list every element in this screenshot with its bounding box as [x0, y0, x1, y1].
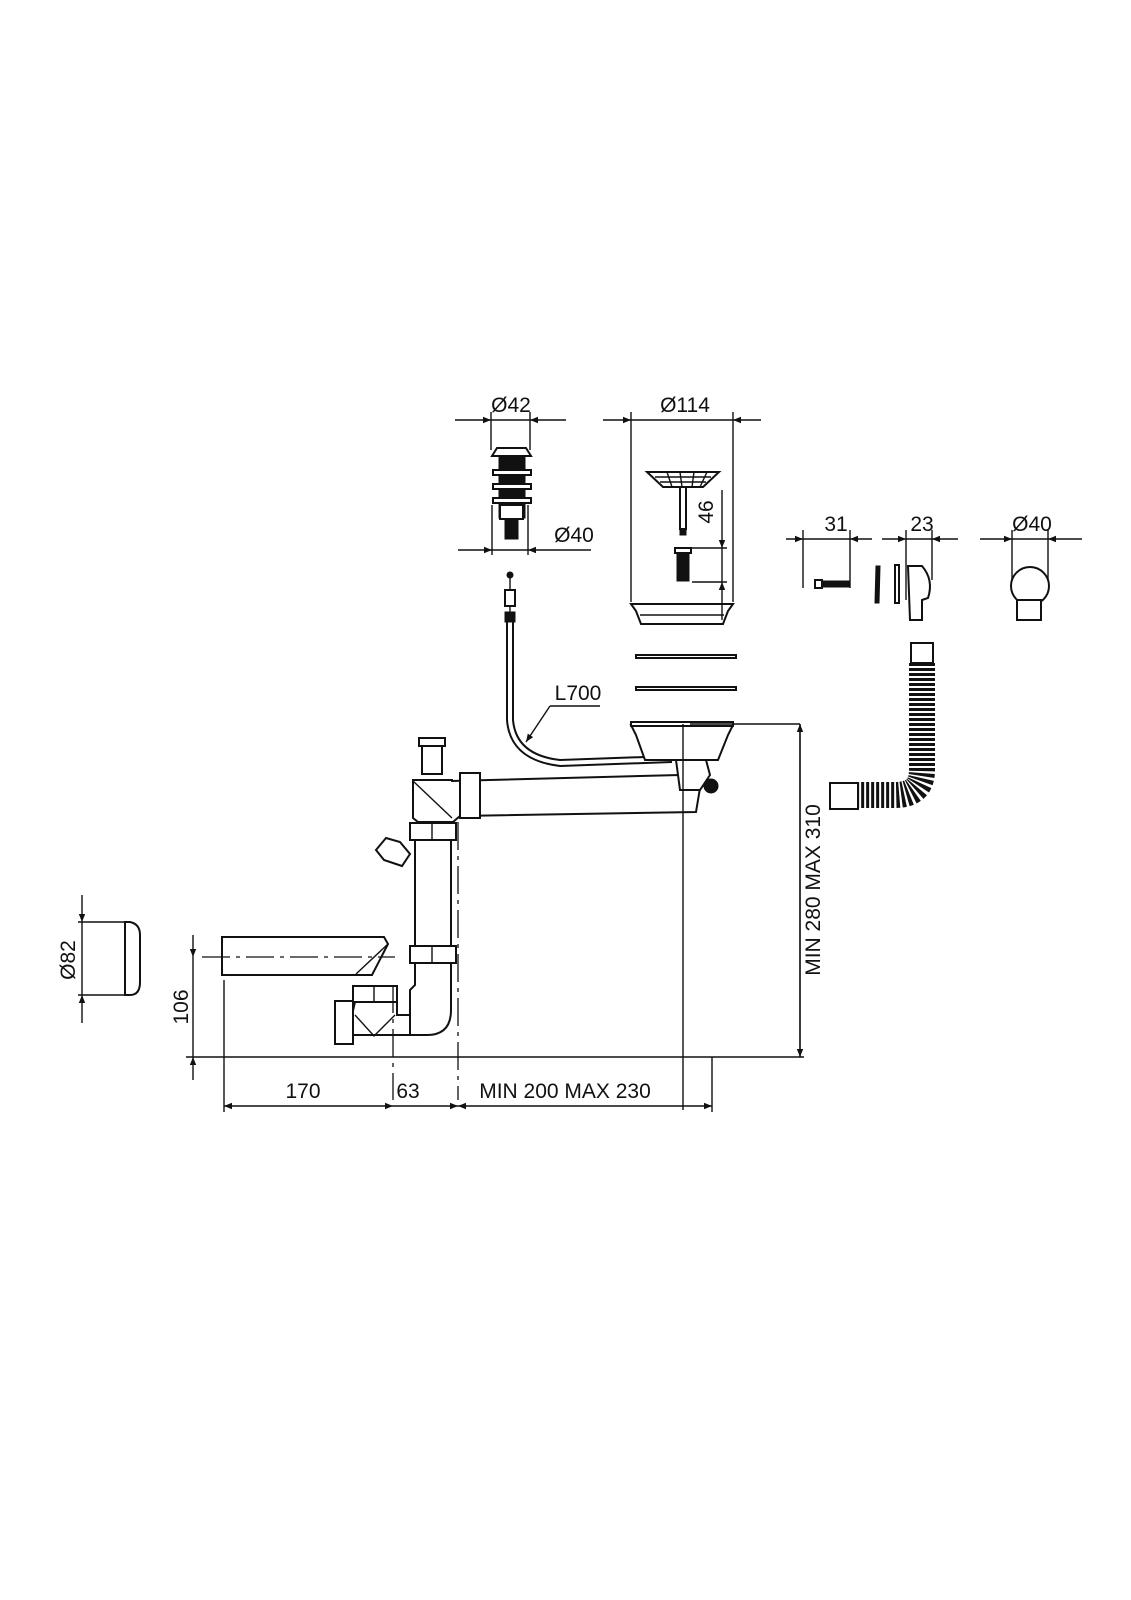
label-screw-length: 31 — [824, 513, 847, 536]
label-pushbutton-bottom-diameter: Ø40 — [554, 524, 594, 547]
label-width-range: MIN 200 MAX 230 — [479, 1080, 651, 1103]
label-cap-diameter: Ø82 — [57, 940, 80, 980]
dim-strainer: Ø114 — [603, 394, 761, 602]
label-overflow-diameter: Ø40 — [1012, 513, 1052, 536]
label-outlet-offset: 63 — [396, 1080, 419, 1103]
siphon-body-drawing — [202, 721, 735, 1100]
label-outlet-length: 170 — [285, 1080, 320, 1103]
dim-strainer-plug: 46 — [692, 490, 727, 620]
dim-height-range: MIN 280 MAX 310 — [682, 723, 825, 1110]
dim-pushbutton-top: Ø42 — [455, 394, 566, 450]
strainer-basket-drawing — [629, 471, 737, 691]
label-strainer-plug-height: 46 — [695, 500, 718, 523]
dim-overflow-diameter: Ø40 — [980, 513, 1082, 621]
dim-bottom-widths: 170 63 MIN 200 MAX 230 — [223, 980, 713, 1112]
label-outlet-height: 106 — [170, 989, 193, 1024]
label-overflow-depth: 23 — [910, 513, 933, 536]
overflow-hose-drawing — [829, 642, 935, 810]
label-cable-length: L700 — [555, 682, 602, 705]
label-pushbutton-top-diameter: Ø42 — [491, 394, 531, 417]
dim-cap-diameter: Ø82 — [57, 895, 141, 1023]
cable-drawing: L700 — [504, 571, 673, 768]
dim-pushbutton-bottom: Ø40 — [458, 505, 594, 555]
dim-overflow-depth: 23 — [874, 513, 958, 621]
pushbutton-drawing — [490, 447, 533, 540]
dim-screw: 31 — [786, 513, 872, 589]
label-strainer-diameter: Ø114 — [660, 394, 710, 417]
dim-outlet-height: 106 — [170, 935, 197, 1080]
label-height-range: MIN 280 MAX 310 — [802, 804, 825, 976]
